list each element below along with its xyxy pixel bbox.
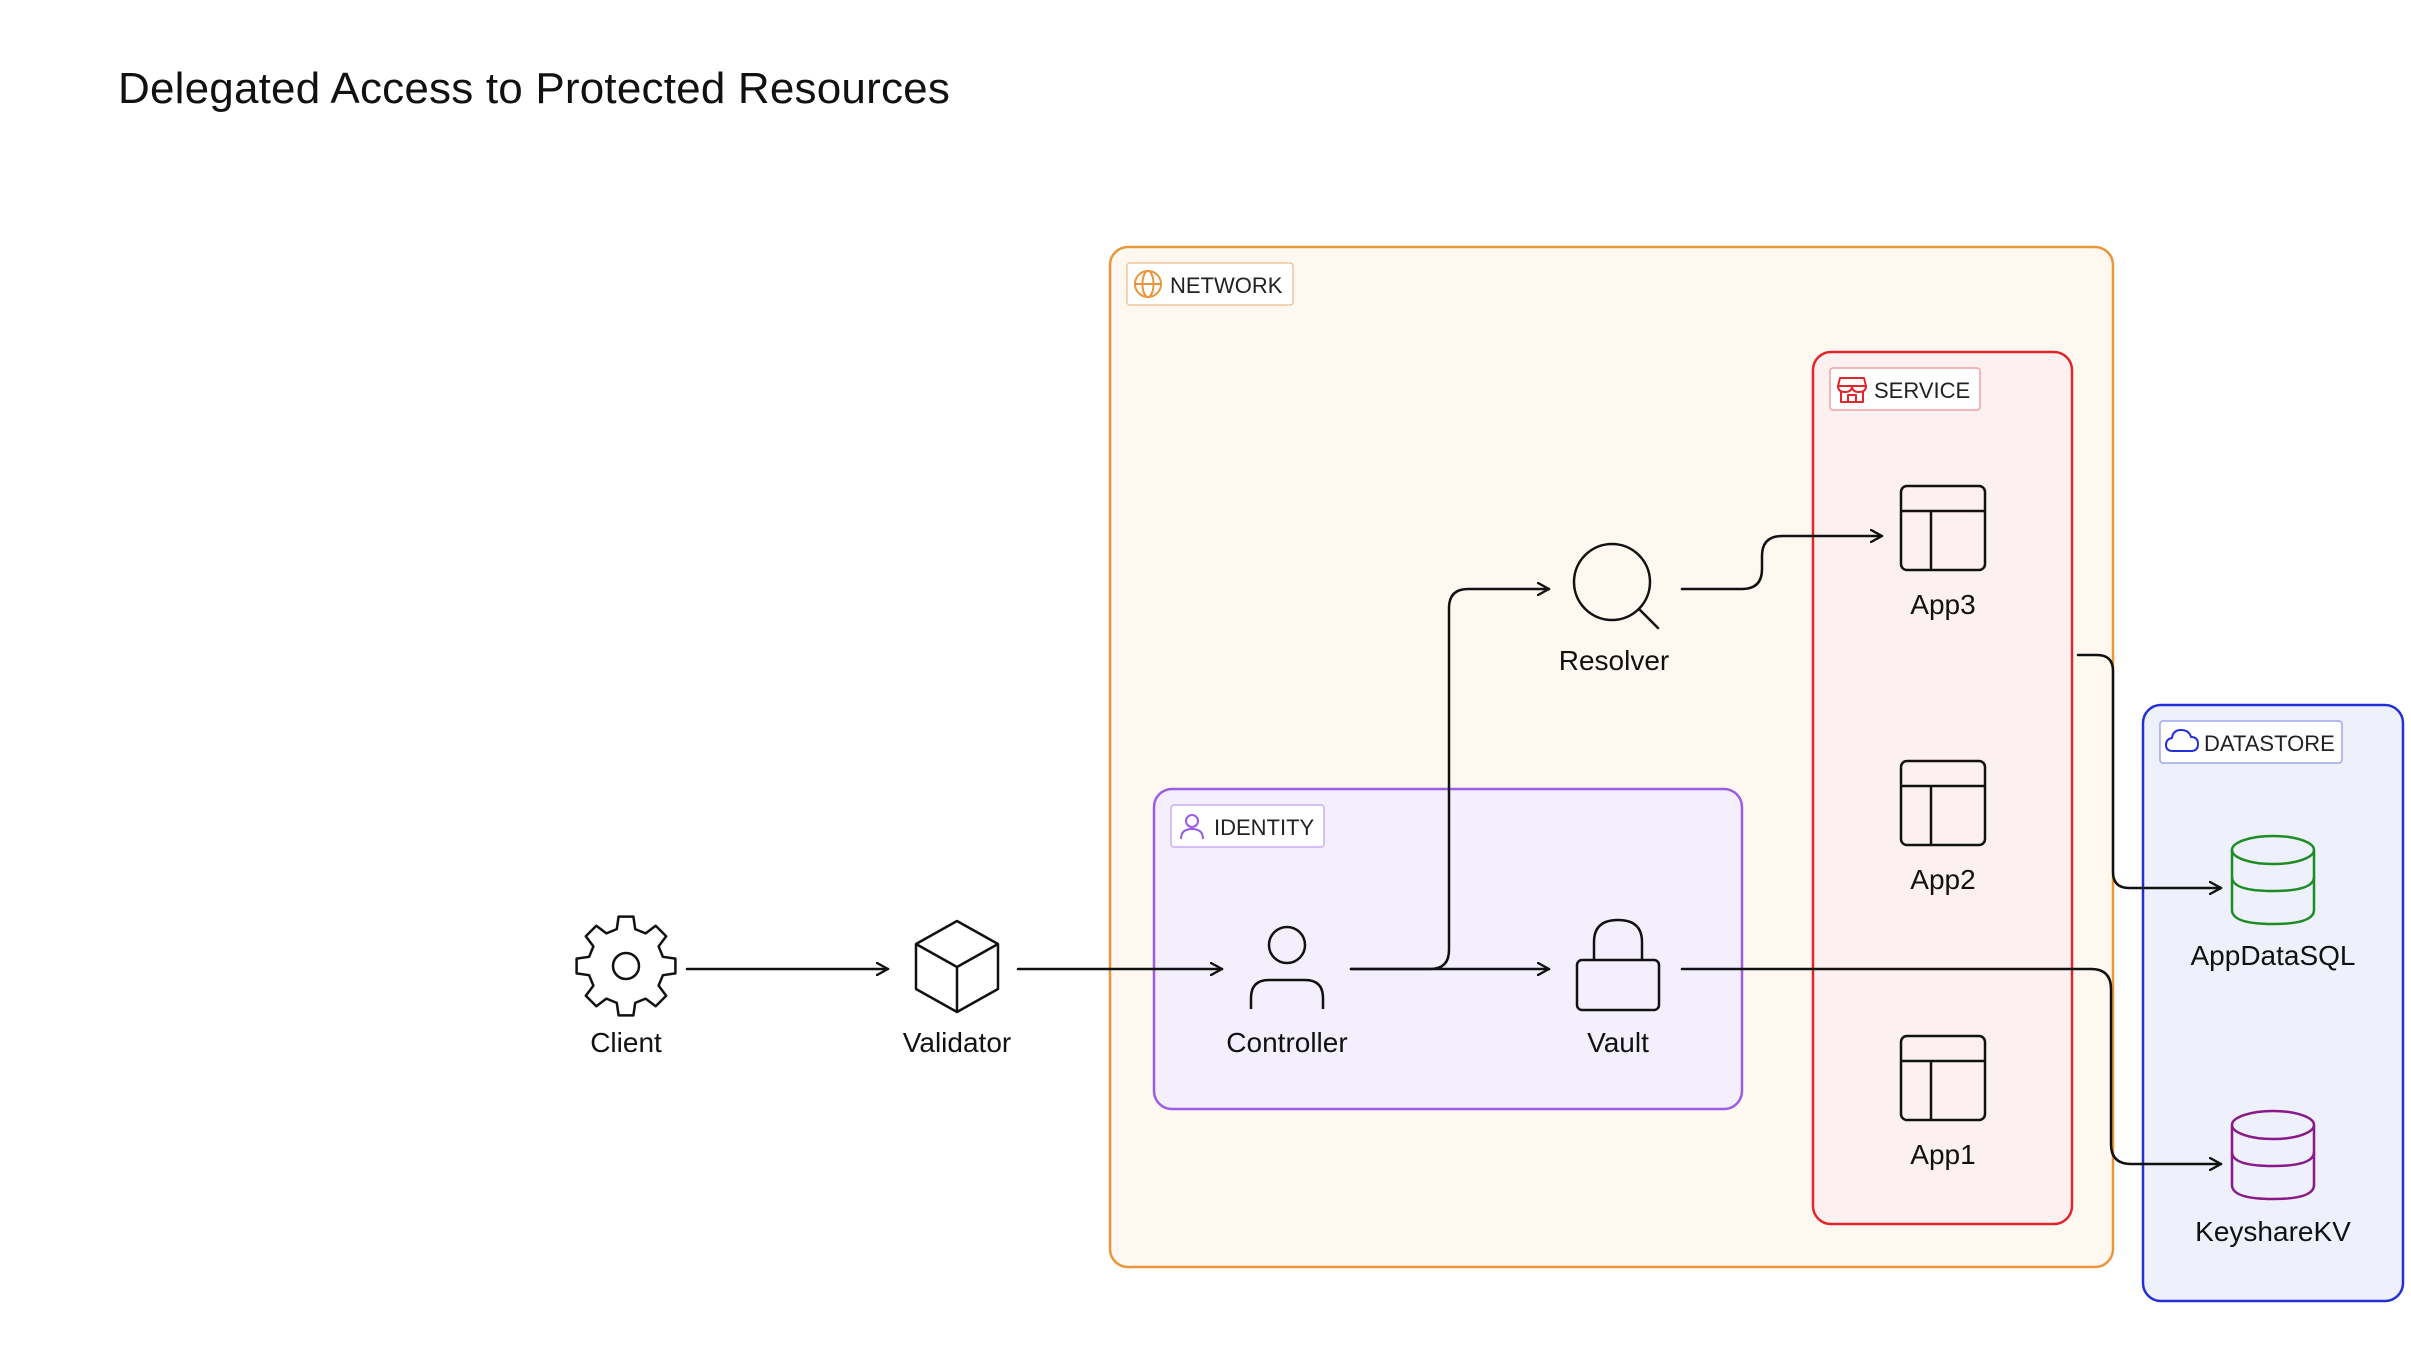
- group-label-identity: IDENTITY: [1214, 815, 1315, 840]
- node-label-client: Client: [590, 1027, 662, 1058]
- node-label-keysharekv: KeyshareKV: [2195, 1216, 2351, 1247]
- globe-icon: [1134, 270, 1162, 298]
- gear-icon: [575, 915, 677, 1017]
- node-label-vault: Vault: [1587, 1027, 1649, 1058]
- lock-icon: [1575, 918, 1661, 1012]
- node-appdatasql[interactable]: AppDataSQL: [2191, 834, 2356, 971]
- node-label-app2: App2: [1910, 864, 1975, 895]
- page-title: Delegated Access to Protected Resources: [118, 64, 951, 113]
- connectors: [685, 536, 2223, 1164]
- layout-icon: [1899, 759, 1987, 847]
- edge-vault-keysharekv: [1680, 967, 2223, 1164]
- magnifier-icon: [1572, 542, 1660, 630]
- node-vault[interactable]: Vault: [1575, 918, 1661, 1058]
- store-icon: [1837, 377, 1867, 403]
- group-datastore[interactable]: DATASTORE: [2141, 703, 2405, 1303]
- node-app1[interactable]: App1: [1899, 1034, 1987, 1170]
- group-service[interactable]: SERVICE: [1811, 350, 2074, 1226]
- group-label-datastore: DATASTORE: [2204, 731, 2335, 756]
- layout-icon: [1899, 484, 1987, 572]
- group-label-network: NETWORK: [1170, 273, 1283, 298]
- edge-app3-appdatasql: [2076, 653, 2223, 888]
- node-controller[interactable]: Controller: [1226, 925, 1348, 1058]
- cube-icon: [914, 919, 1000, 1014]
- database-icon: [2230, 1109, 2316, 1201]
- edge-controller-resolver: [1349, 589, 1551, 971]
- node-app3[interactable]: App3: [1899, 484, 1987, 620]
- node-label-appdatasql: AppDataSQL: [2191, 940, 2356, 971]
- node-resolver[interactable]: Resolver: [1559, 542, 1669, 676]
- group-label-service: SERVICE: [1874, 378, 1970, 403]
- node-label-controller: Controller: [1226, 1027, 1347, 1058]
- node-label-validator: Validator: [903, 1027, 1011, 1058]
- node-app2[interactable]: App2: [1899, 759, 1987, 895]
- user-icon: [1249, 925, 1325, 1009]
- node-client[interactable]: Client: [575, 915, 677, 1058]
- database-icon: [2230, 834, 2316, 926]
- node-label-resolver: Resolver: [1559, 645, 1669, 676]
- node-keysharekv[interactable]: KeyshareKV: [2195, 1109, 2351, 1247]
- node-label-app1: App1: [1910, 1139, 1975, 1170]
- user-icon: [1180, 814, 1204, 840]
- cloud-icon: [2165, 729, 2199, 752]
- node-label-app3: App3: [1910, 589, 1975, 620]
- edge-resolver-app3: [1680, 536, 1884, 591]
- layout-icon: [1899, 1034, 1987, 1122]
- node-validator[interactable]: Validator: [903, 919, 1011, 1058]
